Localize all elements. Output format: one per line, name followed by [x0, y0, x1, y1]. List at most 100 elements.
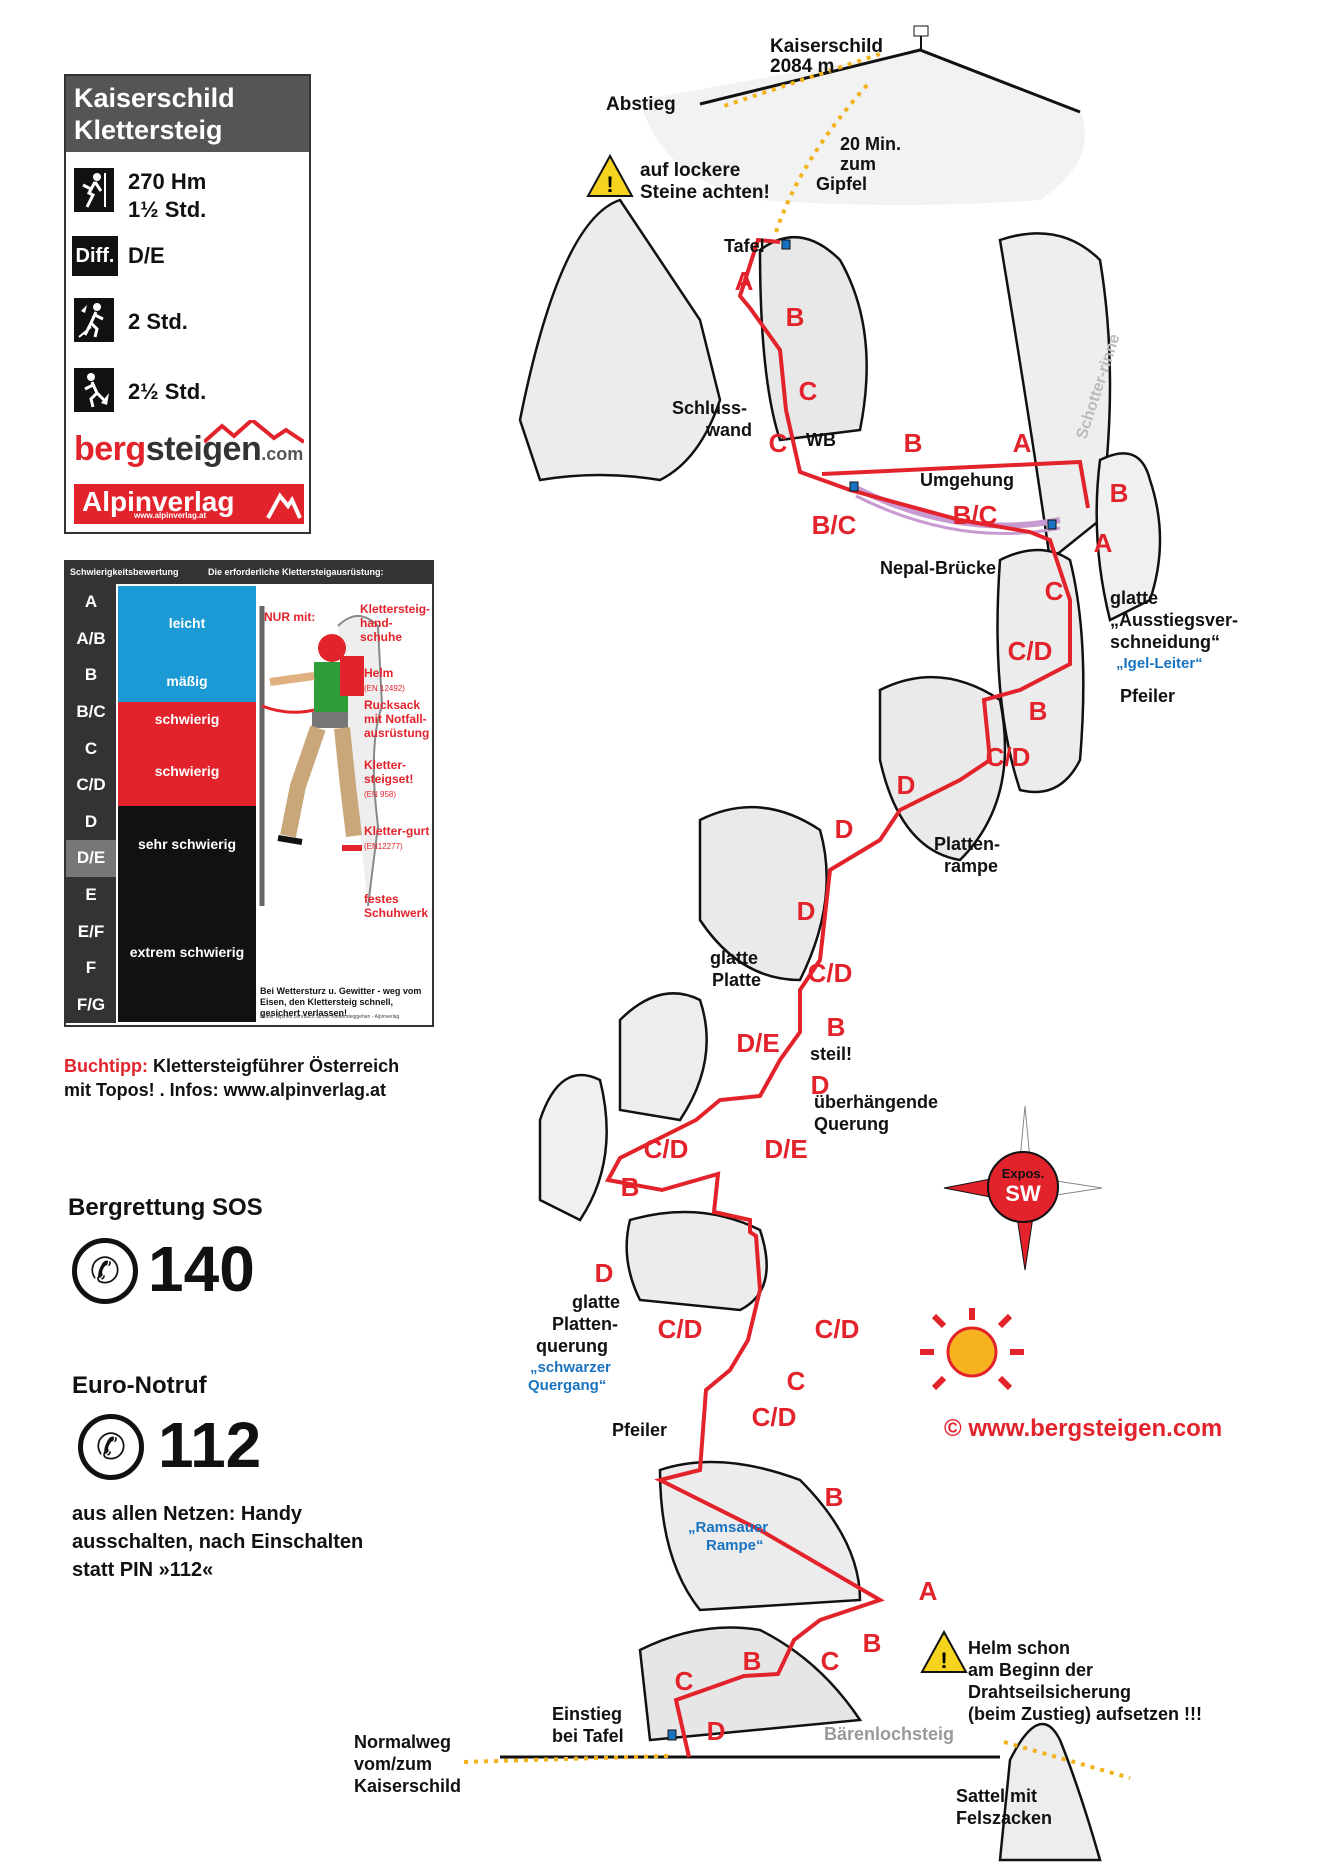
route-grade-label: A	[919, 1576, 938, 1606]
ausstieg-line3: schneidung“	[1110, 632, 1220, 652]
ledge-rock	[625, 1210, 768, 1312]
route-grade-label: B	[1029, 696, 1048, 726]
grade-cell: A/B	[66, 620, 116, 658]
scale-header: Schwierigkeitsbewertung	[70, 567, 179, 577]
einstieg-marker	[667, 1729, 677, 1741]
route-topo-map: Expos. SW ! ! Kaiserschild 2084 m Abstie…	[354, 25, 1238, 1862]
umgehung-line	[821, 459, 1090, 509]
mountain-logo-icon	[204, 420, 304, 444]
normalweg-line1: Normalweg	[354, 1732, 451, 1752]
middle-rock	[878, 675, 1007, 862]
tafel-marker	[781, 239, 791, 250]
route-grade-label: C	[675, 1666, 694, 1696]
lower-left-rock	[618, 992, 708, 1122]
sattel-line1: Sattel mit	[956, 1786, 1037, 1806]
grade-cell: C/D	[66, 767, 116, 804]
schwarzer-line2: Quergang“	[528, 1377, 606, 1394]
brand-prefix: berg	[74, 430, 146, 468]
ausstieg-line2: „Ausstiegsver-	[1110, 610, 1238, 630]
route-grade-label: C	[821, 1646, 840, 1676]
difficulty-badge: Diff.	[72, 236, 118, 276]
ausstieg-line1: glatte	[1110, 588, 1158, 608]
route-grade-label: B	[621, 1172, 640, 1202]
route-grade-label: B	[827, 1012, 846, 1042]
route-title: Kaiserschild Klettersteig	[66, 76, 309, 152]
schlusswand-line2: wand	[705, 420, 752, 440]
equip-via-ferrata-set: Kletter-steigset!(EN 958)	[364, 758, 430, 802]
equip-harness-norm: (EN12277)	[364, 842, 403, 851]
equip-gloves: Klettersteig-hand-schuhe	[360, 602, 430, 644]
equip-backpack-label: Rucksack mit Notfall-ausrüstung	[364, 698, 430, 740]
route-grade-label: D	[811, 1070, 830, 1100]
plattenquerung-line3: querung	[536, 1336, 608, 1356]
difficulty-scale-card: Schwierigkeitsbewertung Die erforderlich…	[64, 560, 434, 1027]
route-grade-label: C/D	[808, 958, 853, 988]
side-rock	[538, 1073, 608, 1222]
route-grade-label: D	[835, 814, 854, 844]
to-summit-line2: zum	[840, 154, 876, 174]
route-grade-label: C/D	[644, 1134, 689, 1164]
glatte-platte-line1: glatte	[710, 948, 758, 968]
emergency-note-line: statt PIN »112«	[72, 1559, 214, 1581]
equip-harness-label: Kletter-gurt	[364, 824, 430, 838]
nepal-bridge-rail	[855, 494, 1061, 536]
route-grade-label: A	[1013, 428, 1032, 458]
warning-icon: !	[586, 153, 634, 197]
grade-cell: F/G	[66, 986, 116, 1024]
plattenrampe-line2: rampe	[944, 856, 998, 876]
book-tip: Buchtipp: Klettersteigführer Österreich …	[64, 1054, 399, 1102]
ascent-hiker-icon	[74, 298, 114, 342]
querung-line1: überhängende	[814, 1092, 938, 1112]
ramsauer-rock	[658, 1460, 862, 1612]
stat-height: 270 Hm 1½ Std.	[128, 168, 206, 224]
equip-helmet: Helm(EN 12492)	[364, 666, 430, 696]
route-grade-label: A	[1094, 528, 1113, 558]
equip-boots-label: festes Schuhwerk	[364, 892, 429, 920]
phone-icon: ✆	[78, 1414, 144, 1480]
emergency-note-line: ausschalten, nach Einschalten	[72, 1531, 364, 1553]
route-grade-label: B/C	[812, 510, 857, 540]
plattenquerung-line1: glatte	[572, 1292, 620, 1312]
difficulty-card-header: Schwierigkeitsbewertung Die erforderlich…	[66, 562, 432, 584]
equip-backpack: Rucksack mit Notfall-ausrüstung	[364, 698, 430, 740]
band-schwierig-1: schwierig	[118, 702, 256, 736]
band-leicht: leicht	[118, 586, 256, 660]
route-grade-label: C	[769, 428, 788, 458]
publisher-name: Alpinverlag	[82, 486, 235, 517]
euro-label: Euro-Notruf	[72, 1372, 207, 1399]
svg-text:!: !	[606, 172, 613, 197]
nepal-bridge-label: Nepal-Brücke	[880, 558, 996, 578]
grade-cell: D/E	[66, 840, 116, 877]
weather-warning: Bei Wettersturz u. Gewitter - weg vom Ei…	[260, 986, 422, 1018]
band-sehr-schwierig: sehr schwierig	[118, 806, 256, 882]
summit-altitude: 2084 m	[770, 56, 834, 77]
grade-cell: B	[66, 657, 116, 694]
equip-set-norm: (EN 958)	[364, 790, 397, 799]
to-summit-line3: Gipfel	[816, 174, 867, 194]
route-grade-label: C/D	[752, 1402, 797, 1432]
compass-expos: Expos.	[1002, 1166, 1045, 1181]
grade-cell: D	[66, 803, 116, 841]
grade-cell: B/C	[66, 693, 116, 731]
route-grade-label: D	[707, 1716, 726, 1746]
route-grade-label: D	[897, 770, 916, 800]
route-grade-label: C/D	[1008, 636, 1053, 666]
igel-leiter-label: „Igel-Leiter“	[1116, 655, 1203, 672]
stat-ascent: 2 Std.	[128, 309, 188, 334]
warning-icon: !	[920, 1629, 968, 1673]
climbing-height-icon	[74, 168, 114, 212]
plattenrampe-line1: Platten-	[934, 834, 1000, 854]
route-grade-label: B	[743, 1646, 762, 1676]
route-info-card: Kaiserschild Klettersteig 270 Hm 1½ Std.…	[64, 74, 311, 534]
nur-mit-label: NUR mit:	[264, 610, 316, 624]
svg-text:!: !	[940, 1648, 947, 1673]
stat-height-meters: 270 Hm	[128, 169, 207, 194]
route-grade-label: B	[863, 1628, 882, 1658]
pfeiler-low-label: Pfeiler	[612, 1420, 667, 1440]
route-grade-label: B	[825, 1482, 844, 1512]
compass-direction: SW	[1005, 1181, 1041, 1206]
route-grade-label: B	[904, 428, 923, 458]
band-extrem-schwierig: extrem schwierig	[118, 882, 256, 1022]
band-maessig: mäßig	[118, 660, 256, 702]
